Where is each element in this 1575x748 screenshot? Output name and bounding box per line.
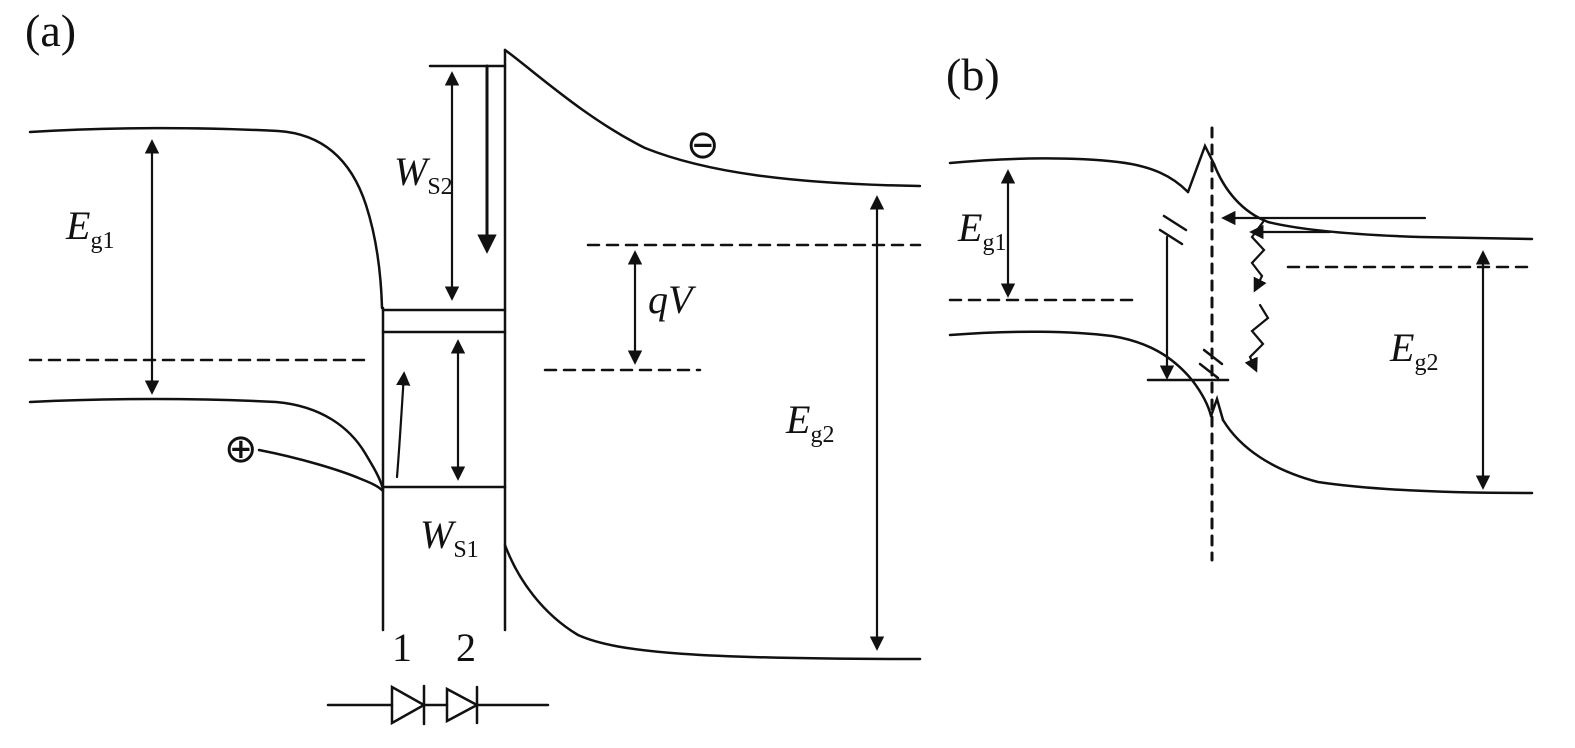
bandgap1-label-b: Eg1 — [958, 205, 1006, 256]
series-diodes-icon — [326, 684, 550, 726]
scatter-tick-lower-1 — [1202, 348, 1224, 366]
bias-label: qV — [648, 280, 692, 320]
circled-minus-icon: ⊖ — [686, 122, 720, 168]
depletion-top-main: W — [394, 149, 428, 194]
bandgap1-main-b: E — [958, 205, 983, 250]
hole-injection-arrow — [395, 371, 411, 479]
bandgap2-main-b: E — [1390, 325, 1415, 370]
hole-path-tail — [257, 448, 385, 493]
panel-a-diagram — [28, 48, 922, 726]
bandgap2-label-a: Eg2 — [786, 397, 834, 448]
bias-text: qV — [648, 277, 693, 322]
relaxation-zigzag-arrow-upper — [1250, 220, 1267, 293]
valence-band-left-a — [28, 397, 385, 491]
depletion-top-sub: S2 — [427, 174, 453, 200]
region-1-label: 1 — [392, 625, 412, 670]
depletion-bottom-label: WS1 — [420, 512, 479, 563]
conduction-band-left-a — [28, 126, 384, 310]
conduction-band-left-b — [948, 157, 1190, 194]
panel-a-label: (a) — [25, 5, 77, 56]
conduction-band-right-b — [1212, 162, 1534, 241]
bandgap2-label-b: Eg2 — [1390, 325, 1438, 376]
diode-2-icon — [445, 686, 480, 724]
scatter-tick-upper-2 — [1158, 228, 1184, 246]
depletion-bottom-main: W — [420, 512, 454, 557]
conduction-band-right-a — [503, 48, 922, 188]
valence-band-left-b — [948, 330, 1213, 418]
bandgap2-sub-b: g2 — [1414, 350, 1439, 376]
depletion-bottom-sub: S1 — [453, 537, 479, 563]
diode-1-icon — [390, 684, 427, 726]
conduction-band-spike — [1186, 142, 1216, 194]
panel-b-label: (b) — [946, 49, 1000, 100]
region-2-label: 2 — [456, 625, 476, 670]
bandgap1-sub-a: g1 — [90, 228, 115, 254]
valence-band-right-b — [1221, 418, 1534, 495]
valence-band-right-a — [503, 543, 922, 661]
panel-b-diagram — [948, 126, 1537, 562]
scatter-tick-lower-2 — [1198, 362, 1220, 380]
valence-band-cusp — [1209, 394, 1225, 422]
circled-plus-icon: ⊕ — [224, 426, 258, 472]
bandgap2-sub-a: g2 — [810, 422, 835, 448]
bandgap2-main-a: E — [786, 397, 811, 442]
relaxation-zigzag-arrow-lower — [1244, 303, 1270, 373]
bandgap1-label-a: Eg1 — [66, 203, 114, 254]
bandgap1-sub-b: g1 — [982, 230, 1007, 256]
bandgap1-main-a: E — [66, 203, 91, 248]
depletion-top-label: WS2 — [394, 149, 453, 200]
scatter-tick-upper-1 — [1162, 214, 1188, 232]
